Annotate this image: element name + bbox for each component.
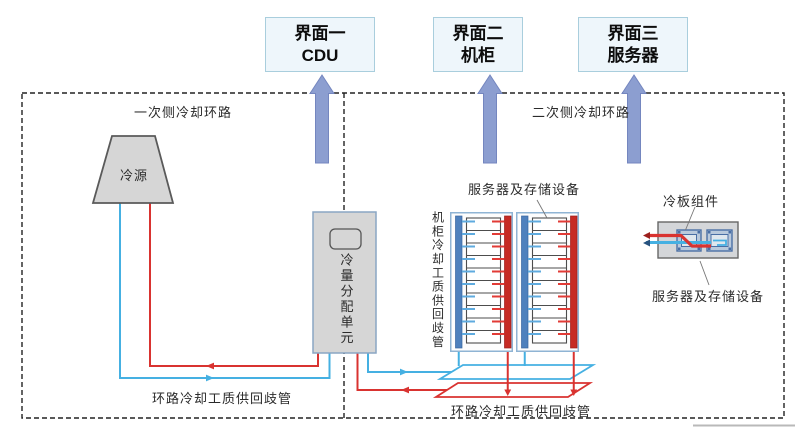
interface-box-subtitle: CDU	[301, 45, 339, 65]
cold-plate-1	[676, 229, 702, 252]
secondary-loop-pipes	[356, 353, 452, 394]
loop-manifold-label-primary: 环路冷却工质供回歧管	[151, 391, 293, 406]
cold-source-label: 冷源	[119, 168, 149, 183]
secondary-loop-label: 二次侧冷却环路	[531, 105, 631, 120]
loop-manifold-label-secondary: 环路冷却工质供回歧管	[450, 404, 592, 419]
interface-box-cdu: 界面一 CDU	[265, 17, 375, 72]
interface-box-title: 界面一	[294, 23, 346, 43]
interface-box-title: 界面三	[607, 23, 659, 43]
cdu-display-panel	[329, 228, 362, 250]
servers-storage-label-bottom: 服务器及存储设备	[651, 289, 765, 304]
flow-arrow-left-icon	[401, 386, 409, 394]
flow-arrow-left-icon	[206, 362, 214, 370]
flow-arrow-down-icon	[570, 389, 578, 396]
interface-box-title: 界面二	[452, 23, 504, 43]
flow-arrow-right-icon	[206, 374, 214, 382]
cold-plate-assembly	[643, 221, 739, 259]
interface-arrow-cdu-icon	[309, 74, 335, 164]
return-manifold	[432, 382, 594, 398]
interface-box-rack: 界面二 机柜	[433, 17, 523, 72]
interface-box-subtitle: 机柜	[461, 45, 495, 65]
servers-storage-label-top: 服务器及存储设备	[467, 182, 581, 197]
interface-arrow-rack-icon	[477, 74, 503, 164]
cdu-label: 冷量分配单元	[338, 253, 354, 346]
secondary-loop-manifolds	[432, 364, 597, 398]
interface-box-subtitle: 服务器	[607, 45, 659, 65]
interface-arrow-server-icon	[621, 74, 647, 164]
server-rack-2	[515, 211, 580, 353]
flow-arrow-left-icon	[643, 239, 650, 247]
primary-loop-label: 一次侧冷却环路	[133, 105, 233, 120]
flow-arrow-right-icon	[400, 368, 408, 376]
rack-manifold-label: 机柜冷却工质供回歧管	[430, 211, 445, 349]
flow-arrow-down-icon	[504, 389, 512, 396]
flow-arrow-left-icon	[643, 232, 650, 239]
cold-plate-2	[706, 229, 733, 252]
label-pointer-lines	[536, 199, 710, 286]
server-rack-1	[449, 211, 514, 353]
cdu-unit	[312, 211, 377, 354]
interface-box-server: 界面三 服务器	[578, 17, 688, 72]
supply-manifold	[436, 364, 597, 380]
cold-plate-label: 冷板组件	[662, 194, 720, 209]
primary-loop-pipes	[119, 203, 331, 382]
cold-source-shape	[91, 135, 175, 204]
